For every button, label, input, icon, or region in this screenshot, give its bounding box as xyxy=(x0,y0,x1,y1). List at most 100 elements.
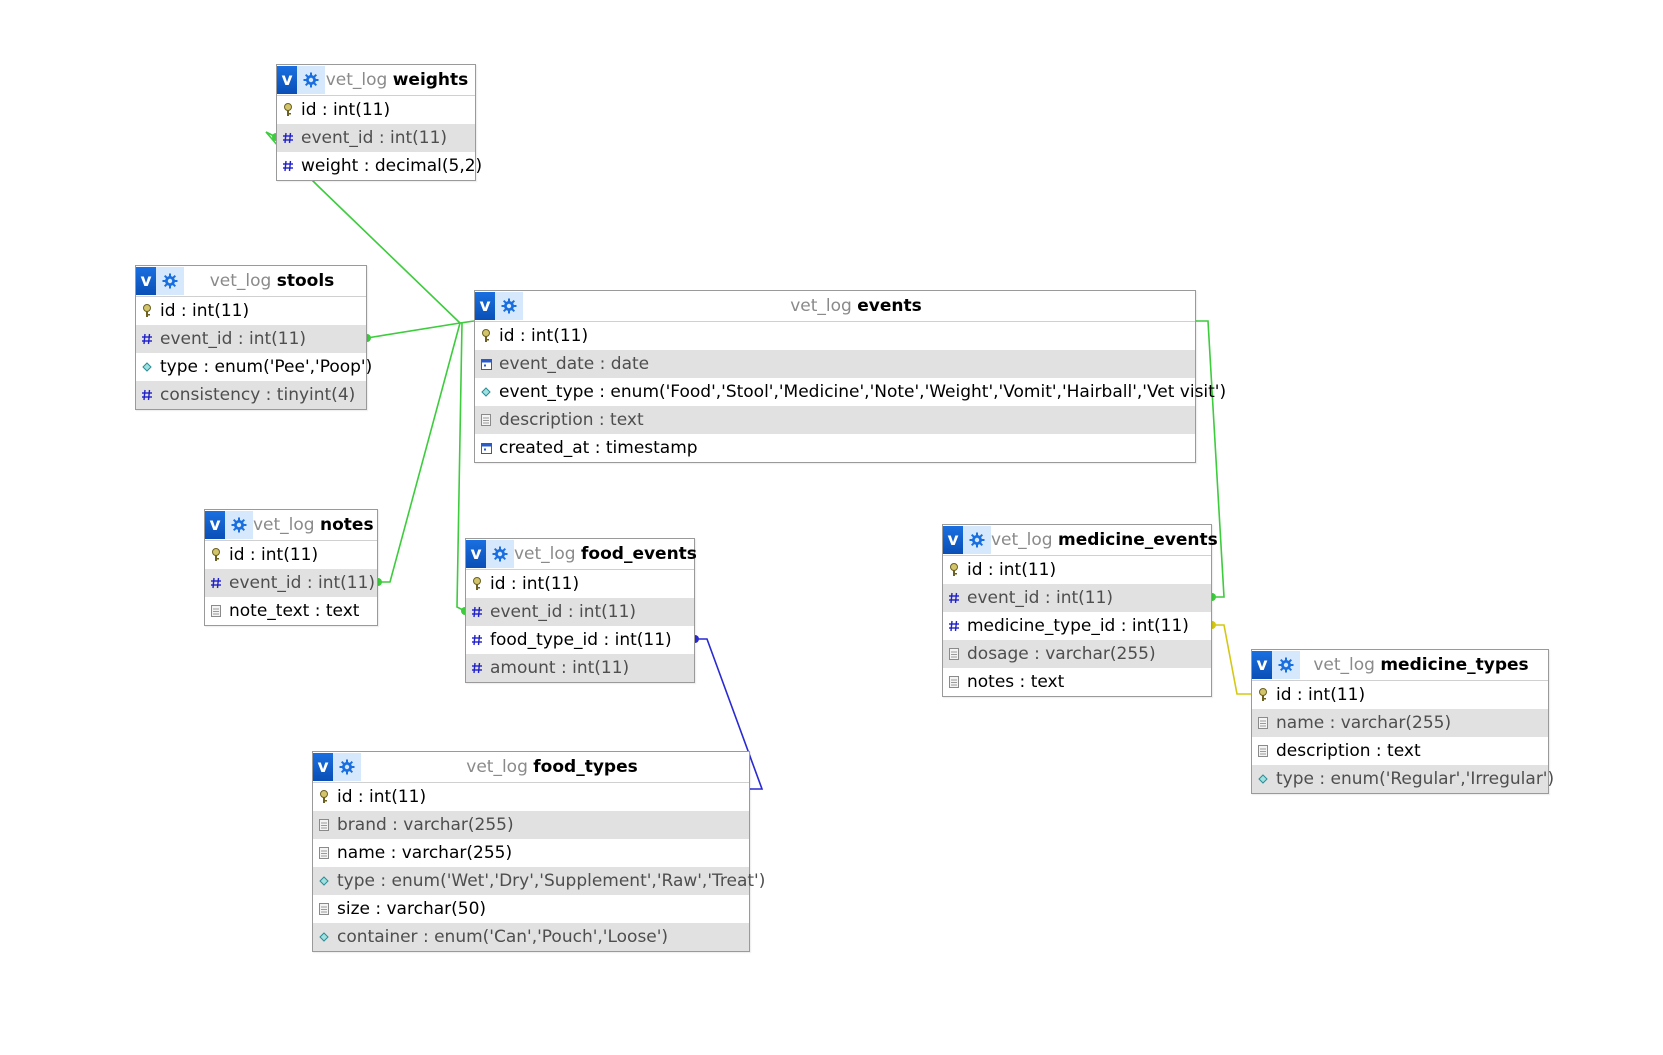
column-row[interactable]: note_text : text xyxy=(205,597,377,625)
column-label: event_id : int(11) xyxy=(160,329,307,349)
column-row[interactable]: brand : varchar(255) xyxy=(313,811,749,839)
column-row[interactable]: type : enum('Wet','Dry','Supplement','Ra… xyxy=(313,867,765,895)
column-row[interactable]: weight : decimal(5,2) xyxy=(277,152,482,180)
column-label: container : enum('Can','Pouch','Loose') xyxy=(337,927,669,947)
text-icon xyxy=(317,901,331,917)
table-title: vet_log notes xyxy=(205,515,380,535)
relation-food-events-events[interactable] xyxy=(456,322,466,612)
column-row[interactable]: medicine_type_id : int(11) xyxy=(943,612,1211,640)
view-table-button[interactable]: v xyxy=(475,292,495,320)
column-row[interactable]: type : enum('Pee','Poop') xyxy=(136,353,372,381)
gear-icon[interactable] xyxy=(495,292,523,320)
column-label: type : enum('Pee','Poop') xyxy=(160,357,373,377)
column-row[interactable]: container : enum('Can','Pouch','Loose') xyxy=(313,923,749,951)
gear-icon[interactable] xyxy=(963,526,991,554)
table-name: food_events xyxy=(581,544,697,564)
column-row[interactable]: notes : text xyxy=(943,668,1211,696)
column-row[interactable]: created_at : timestamp xyxy=(475,434,1195,462)
column-row[interactable]: name : varchar(255) xyxy=(313,839,749,867)
view-table-button[interactable]: v xyxy=(466,540,486,568)
column-label: notes : text xyxy=(967,672,1065,692)
column-label: description : text xyxy=(499,410,644,430)
view-table-button[interactable]: v xyxy=(313,753,333,781)
relation-stools-events[interactable] xyxy=(366,322,461,339)
column-label: event_type : enum('Food','Stool','Medici… xyxy=(499,382,1227,402)
column-label: id : int(11) xyxy=(499,326,589,346)
enum-icon xyxy=(317,929,331,945)
column-row[interactable]: id : int(11) xyxy=(313,783,749,811)
column-row[interactable]: id : int(11) xyxy=(136,297,366,325)
column-row[interactable]: id : int(11) xyxy=(1252,681,1548,709)
column-row[interactable]: name : varchar(255) xyxy=(1252,709,1548,737)
column-row[interactable]: size : varchar(50) xyxy=(313,895,749,923)
gear-icon[interactable] xyxy=(225,511,253,539)
date-icon xyxy=(479,356,493,372)
column-row[interactable]: id : int(11) xyxy=(205,541,377,569)
table-name: weights xyxy=(392,70,469,90)
column-row[interactable]: food_type_id : int(11) xyxy=(466,626,694,654)
column-row[interactable]: event_id : int(11) xyxy=(277,124,475,152)
gear-icon[interactable] xyxy=(1272,651,1300,679)
gear-icon[interactable] xyxy=(333,753,361,781)
database-name: vet_log xyxy=(253,515,315,535)
view-table-button[interactable]: v xyxy=(1252,651,1272,679)
table-name: medicine_events xyxy=(1058,530,1218,550)
relation-medicine-events-events[interactable] xyxy=(1196,320,1225,598)
column-row[interactable]: event_id : int(11) xyxy=(205,569,377,597)
column-row[interactable]: type : enum('Regular','Irregular') xyxy=(1252,765,1554,793)
column-row[interactable]: amount : int(11) xyxy=(466,654,694,682)
column-label: event_id : int(11) xyxy=(490,602,637,622)
view-table-button[interactable]: v xyxy=(277,66,297,94)
column-row[interactable]: consistency : tinyint(4) xyxy=(136,381,366,409)
column-row[interactable]: id : int(11) xyxy=(943,556,1211,584)
column-row[interactable]: event_id : int(11) xyxy=(943,584,1211,612)
relation-medicine-events-medicine-types[interactable] xyxy=(1212,624,1251,695)
database-name: vet_log xyxy=(1313,655,1375,675)
view-table-button[interactable]: v xyxy=(205,511,225,539)
column-label: id : int(11) xyxy=(229,545,319,565)
column-label: brand : varchar(255) xyxy=(337,815,514,835)
gear-icon[interactable] xyxy=(156,267,184,295)
column-row[interactable]: description : text xyxy=(475,406,1195,434)
column-row[interactable]: event_date : date xyxy=(475,350,1195,378)
text-icon xyxy=(1256,743,1270,759)
hash-icon xyxy=(470,604,484,620)
column-row[interactable]: id : int(11) xyxy=(466,570,694,598)
gear-icon[interactable] xyxy=(486,540,514,568)
text-icon xyxy=(947,674,961,690)
column-row[interactable]: event_id : int(11) xyxy=(466,598,694,626)
column-row[interactable]: description : text xyxy=(1252,737,1548,765)
relation-notes-events[interactable] xyxy=(378,322,461,583)
column-label: weight : decimal(5,2) xyxy=(301,156,483,176)
relation-food-events-food-types[interactable] xyxy=(695,638,764,790)
enum-icon xyxy=(317,873,331,889)
column-row[interactable]: id : int(11) xyxy=(277,96,475,124)
table-title: vet_log weights xyxy=(277,70,475,90)
table-name: stools xyxy=(276,271,335,291)
view-table-button[interactable]: v xyxy=(136,267,156,295)
key-icon xyxy=(479,328,493,344)
column-row[interactable]: event_type : enum('Food','Stool','Medici… xyxy=(475,378,1226,406)
hash-icon xyxy=(140,387,154,403)
view-table-button[interactable]: v xyxy=(943,526,963,554)
column-row[interactable]: event_id : int(11) xyxy=(136,325,366,353)
gear-icon[interactable] xyxy=(297,66,325,94)
column-row[interactable]: dosage : varchar(255) xyxy=(943,640,1211,668)
column-row[interactable]: id : int(11) xyxy=(475,322,1195,350)
